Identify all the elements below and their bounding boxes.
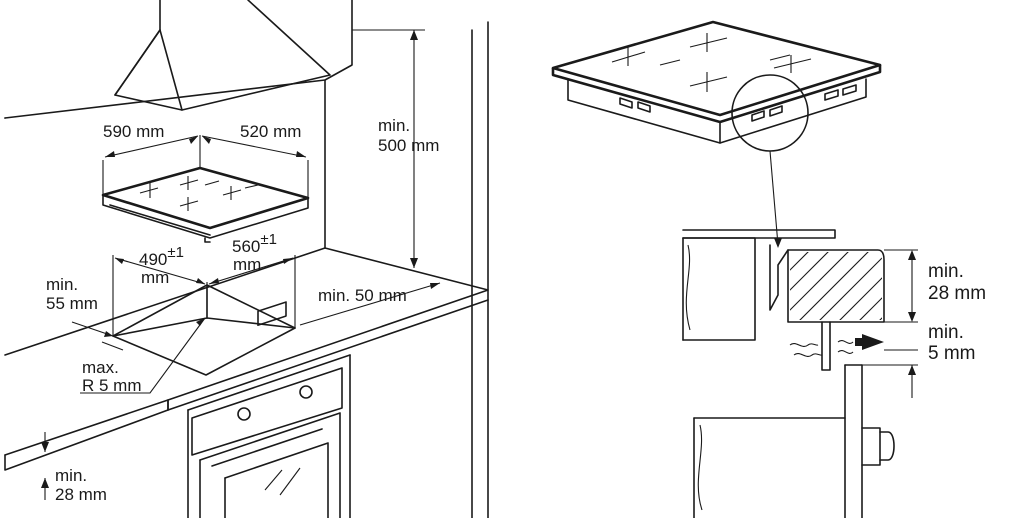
oven-knob-left-icon — [237, 407, 251, 421]
kitchen-scene: 590 mm 520 mm 490±1 mm 560±1 mm min. — [4, 0, 489, 518]
worktop-thickness-line2: 28 mm — [55, 485, 107, 504]
dim-radius — [80, 317, 206, 394]
hob-width-label: 590 mm — [103, 122, 164, 141]
hob-clip-icons — [619, 84, 857, 122]
side-clearance-label: min. 50 mm — [318, 286, 407, 305]
oven-knob-right-icon — [299, 385, 313, 399]
dim-side-clearance — [299, 282, 441, 326]
wall-cabinet — [4, 0, 353, 249]
oven — [191, 301, 343, 518]
hob-depth-label: 520 mm — [240, 122, 301, 141]
section-thickness-line2: 28 mm — [928, 283, 986, 304]
dim-section-thickness — [884, 249, 918, 323]
hood-clearance-line2: 500 mm — [378, 136, 439, 155]
worktop-thickness-line1: min. — [55, 466, 87, 485]
base-cabinet — [187, 354, 351, 518]
hob-left — [101, 166, 310, 243]
cutout-width-value: 490±1 — [139, 244, 184, 269]
dim-worktop-thickness — [41, 432, 49, 500]
section-thickness-line1: min. — [928, 261, 964, 282]
dim-front-clearance — [71, 321, 124, 351]
ventilation-gap-line1: min. — [928, 322, 964, 343]
hob-detail-scene: min. 28 mm min. 5 mm — [551, 20, 986, 518]
radius-line1: max. — [82, 358, 119, 377]
front-clearance-line1: min. — [46, 275, 78, 294]
dim-ventilation-gap — [862, 349, 918, 398]
extractor-hood — [114, 0, 331, 111]
hob-perspective — [551, 20, 882, 144]
dim-cutout — [112, 255, 296, 336]
detail-pointer-line — [769, 150, 779, 246]
section-hatch — [790, 252, 882, 320]
worktop — [4, 247, 489, 471]
oven-handle — [211, 428, 323, 467]
cutout-width-unit: mm — [141, 268, 169, 287]
dim-hob-size — [102, 135, 309, 198]
radius-line2: R 5 mm — [82, 376, 142, 395]
worktop-cutout — [112, 284, 296, 376]
ventilation-gap-line2: 5 mm — [928, 343, 976, 364]
front-clearance-line2: 55 mm — [46, 294, 98, 313]
worktop-section — [682, 229, 885, 341]
airflow-arrow-icon — [862, 334, 884, 350]
cutout-depth-value: 560±1 — [232, 231, 277, 256]
dim-hood-clearance — [352, 29, 425, 268]
oven-display — [257, 301, 287, 327]
airflow-icons — [789, 334, 884, 357]
hood-clearance-line1: min. — [378, 116, 410, 135]
oven-section — [693, 321, 895, 518]
cutout-depth-unit: mm — [233, 255, 261, 274]
